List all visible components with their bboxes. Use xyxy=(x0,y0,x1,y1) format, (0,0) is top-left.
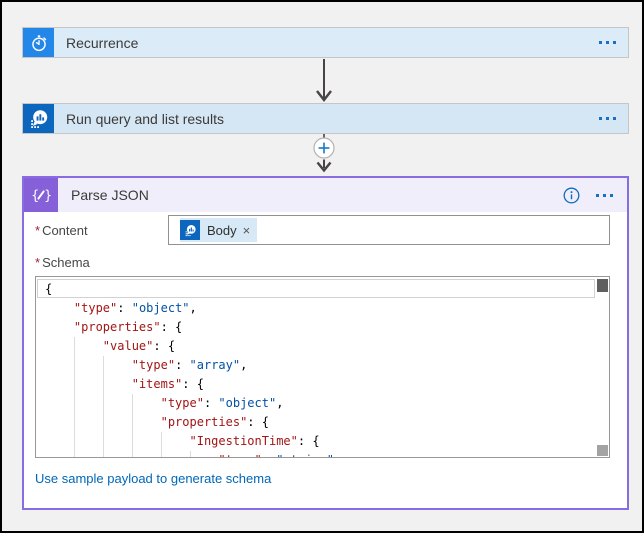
vertical-scrollbar-thumb[interactable] xyxy=(597,279,608,292)
schema-code-lines: { "type": "object", "properties": { "val… xyxy=(45,282,334,457)
code-braces-pencil-icon: { } xyxy=(24,178,58,212)
step-title: Parse JSON xyxy=(71,187,149,203)
token-remove-button[interactable]: × xyxy=(242,222,251,238)
connector-with-insert xyxy=(312,134,336,176)
horizontal-scrollbar-thumb[interactable] xyxy=(597,445,608,456)
schema-code-editor[interactable]: { "type": "object", "properties": { "val… xyxy=(35,276,610,458)
use-sample-payload-link[interactable]: Use sample payload to generate schema xyxy=(35,471,272,486)
more-options-button[interactable] xyxy=(587,28,628,57)
svg-text:{: { xyxy=(31,189,39,204)
step-title: Run query and list results xyxy=(66,110,224,127)
info-circle-icon[interactable] xyxy=(563,187,580,204)
more-options-button[interactable] xyxy=(596,193,613,197)
required-marker: * xyxy=(35,255,41,270)
parse-json-card: { } Parse JSON xyxy=(22,176,629,510)
content-input[interactable]: Body × xyxy=(168,215,610,245)
step-title: Recurrence xyxy=(66,34,139,51)
azure-monitor-logs-icon xyxy=(180,220,200,240)
schema-field-label: *Schema xyxy=(35,255,90,270)
body-token[interactable]: Body × xyxy=(180,218,258,242)
azure-monitor-logs-icon xyxy=(23,104,54,133)
content-field-label: *Content xyxy=(35,222,88,238)
alarm-clock-icon xyxy=(23,28,54,57)
step-card-recurrence[interactable]: Recurrence xyxy=(22,27,629,58)
step-card-run-query[interactable]: Run query and list results xyxy=(22,103,629,134)
svg-text:}: } xyxy=(44,189,52,204)
parse-json-header[interactable]: { } Parse JSON xyxy=(24,178,627,212)
required-marker: * xyxy=(35,222,41,238)
token-label: Body xyxy=(207,222,237,238)
connector-arrow xyxy=(312,59,336,103)
more-options-button[interactable] xyxy=(587,104,628,133)
